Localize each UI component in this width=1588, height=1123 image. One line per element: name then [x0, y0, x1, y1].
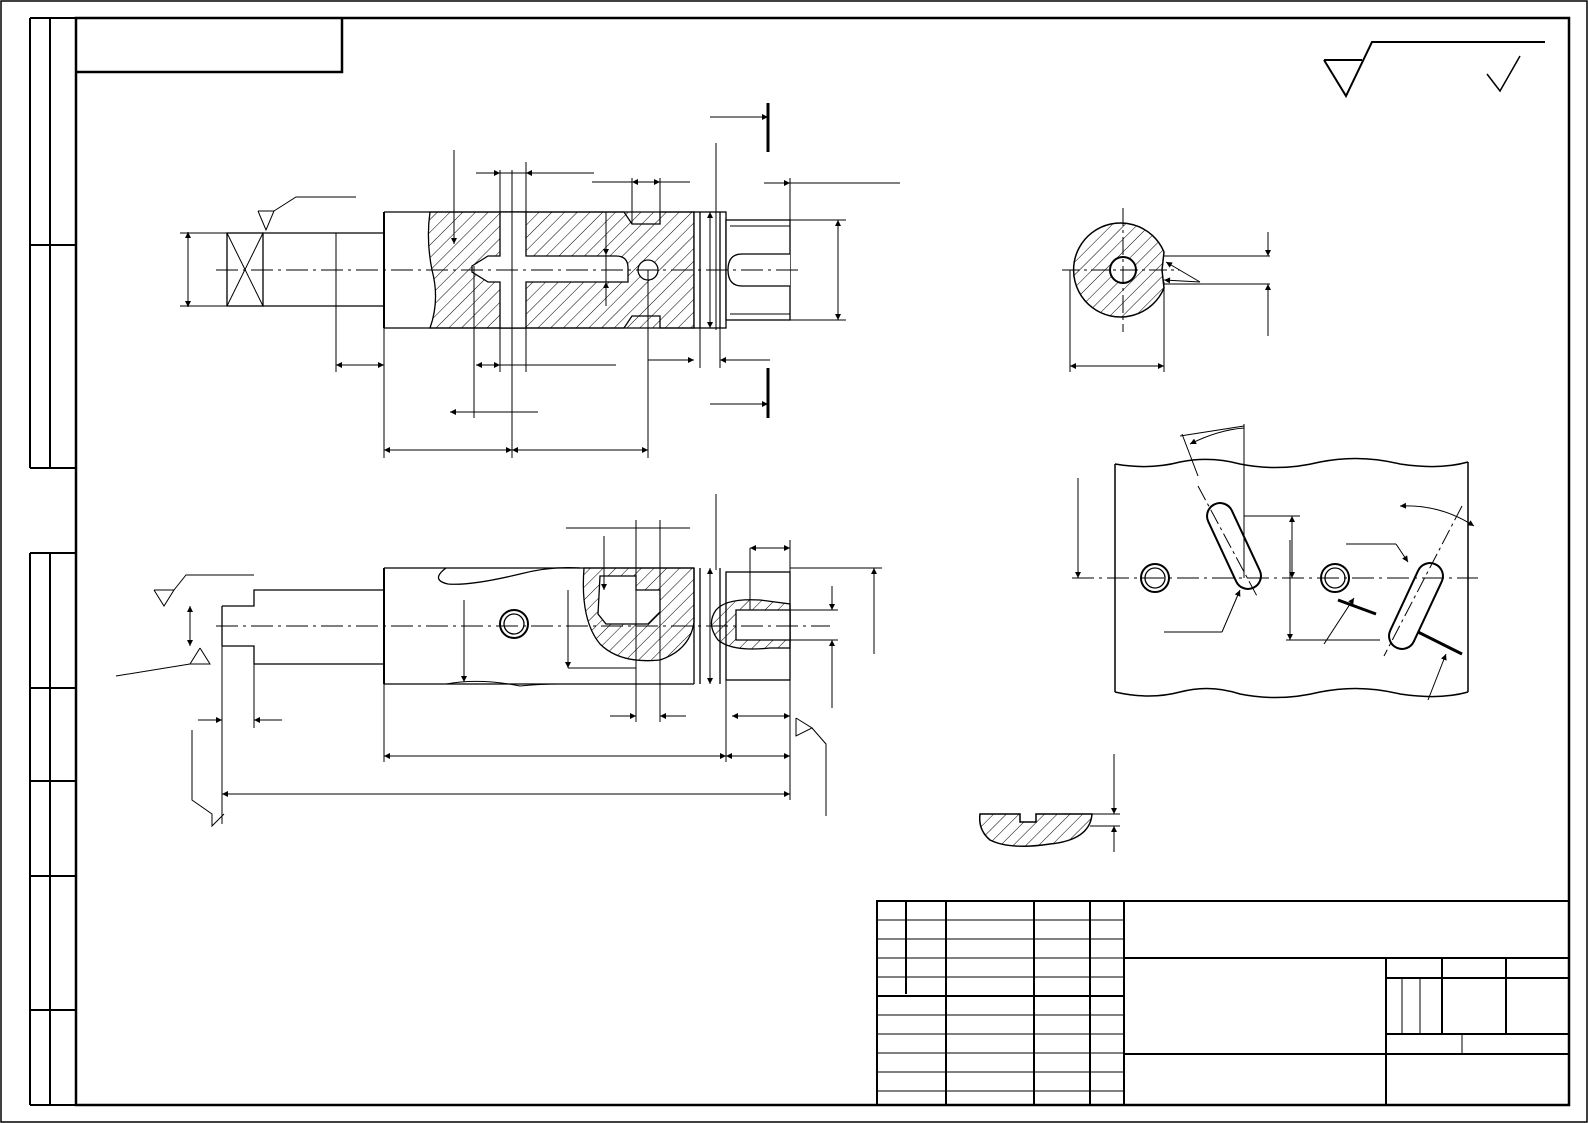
main-section-view — [216, 211, 800, 372]
lower-half-section-view — [216, 566, 830, 687]
lower-view-dimensions — [115, 494, 882, 828]
cross-section-dimensions — [1069, 232, 1271, 372]
slot-layout-view — [1072, 457, 1478, 699]
cross-section-round — [1062, 208, 1180, 332]
section-cut-arrows — [710, 103, 770, 418]
roughness-triangle-symbol — [1323, 41, 1545, 99]
title-block — [876, 900, 1570, 1106]
main-view-dimensions — [180, 143, 900, 458]
small-section-detail — [978, 754, 1120, 852]
slot-layout-dimensions — [1075, 424, 1475, 701]
